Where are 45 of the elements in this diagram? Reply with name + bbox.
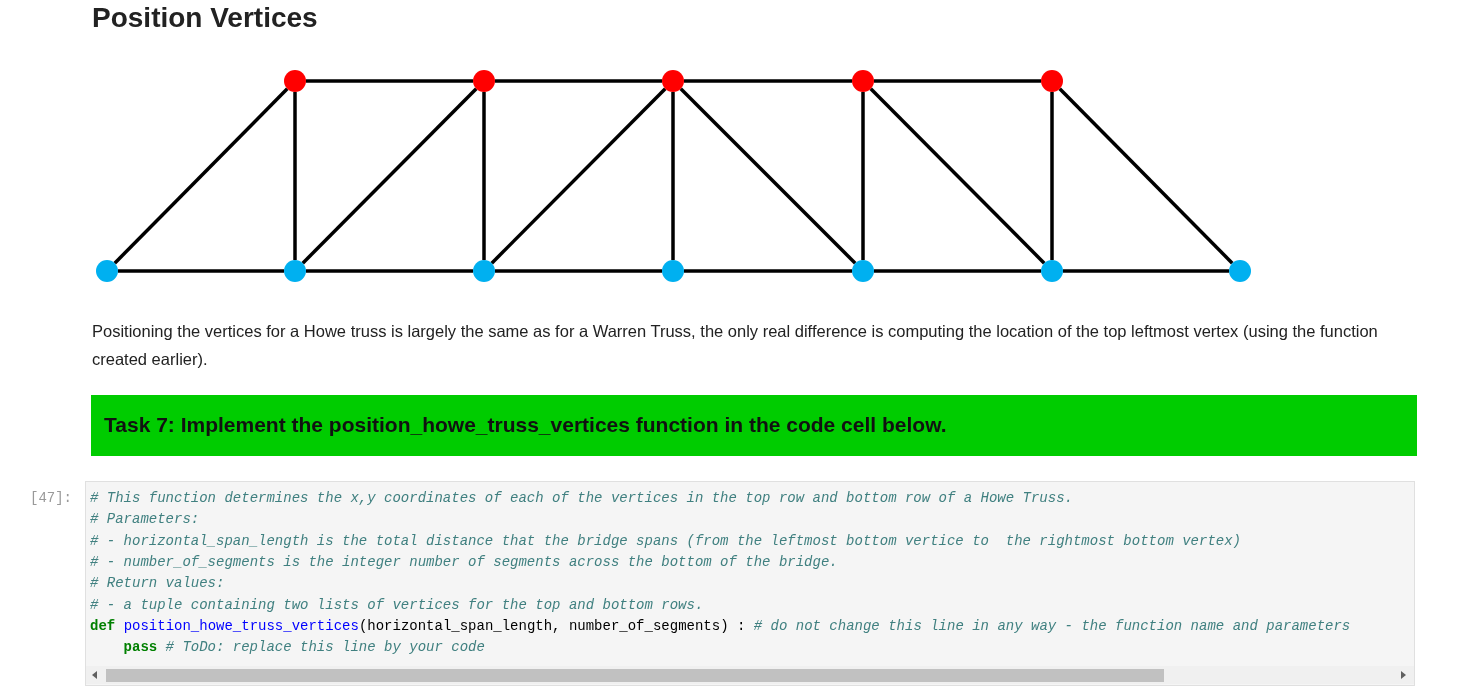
truss-member-line [482,92,486,260]
truss-member-line [679,87,857,265]
truss-member-line [490,87,667,265]
heading: Position Vertices [92,1,318,35]
truss-member-line [495,79,662,83]
truss-member-line [1050,92,1054,260]
bottom-vertex-dot [662,260,684,282]
truss-member-line [671,92,675,260]
code-line: # This function determines the x,y coordinates of each of the vertices in the top row and bottom row of a Howe Truss. [90,489,1073,508]
top-vertex-dot [662,70,684,92]
code-line: def position_howe_truss_vertices(horizontal_span_length, number_of_segments) : # do not change this line in any way - the function name and parameters [90,616,1351,636]
code-line: # - number_of_segments is the integer number of segments across the bottom of the bridge. [90,552,838,572]
truss-member-line [301,87,478,265]
truss-member-line [874,269,1041,273]
execution-count: [47]: [30,489,72,508]
truss-member-line [861,92,865,260]
bottom-vertex-dot [96,260,118,282]
code-line: # Parameters: [90,510,200,530]
truss-member-line [293,92,297,260]
truss-member-line [1058,87,1234,265]
code-line: # - a tuple containing two lists of vertices for the top and bottom rows. [90,595,704,615]
truss-member-line [684,269,852,273]
truss-member-line [306,79,473,83]
truss-member-line [113,87,289,265]
truss-member-line [495,269,662,273]
bottom-vertex-dot [473,260,495,282]
truss-member-line [684,79,852,83]
task-heading: Task 7: Implement the position_howe_truss_vertices function in the code cell below. [104,413,947,437]
paragraph: Positioning the vertices for a Howe truss is largely the same as for a Warren Truss, the only real difference is computing the location of the top leftmost vertex (using the function created earlier). [92,321,1379,370]
truss-member-line [874,79,1041,83]
top-vertex-dot [473,70,495,92]
code-line: # Return values: [90,574,225,594]
code-line: pass # ToDo: replace this line by your code [123,638,485,658]
truss-member-line [306,269,473,273]
truss-member-line [1063,269,1229,273]
top-vertex-dot [1041,70,1063,92]
top-vertex-dot [852,70,874,92]
bottom-vertex-dot [284,260,306,282]
bottom-vertex-dot [1041,260,1063,282]
truss-member-line [118,269,284,273]
top-vertex-dot [284,70,306,92]
truss-member-line [869,87,1046,265]
bottom-vertex-dot [852,260,874,282]
code-line: # - horizontal_span_length is the total distance that the bridge spans (from the leftmost bottom vertice to the rightmost bottom vertex) [90,531,1241,551]
bottom-vertex-dot [1229,260,1251,282]
